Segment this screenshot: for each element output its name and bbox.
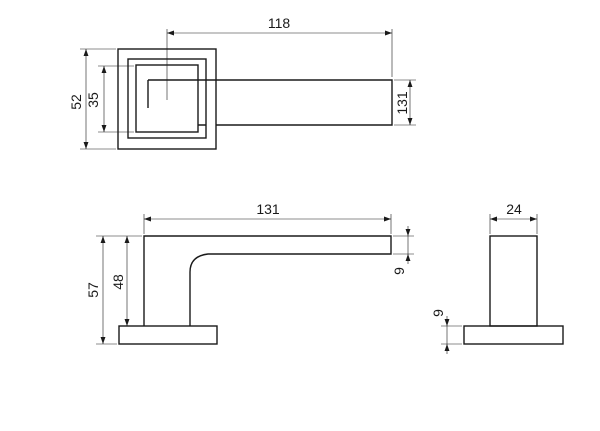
side-base-plate — [118, 325, 218, 345]
top-width-label: 118 — [268, 15, 291, 31]
side-lever-profile — [143, 235, 392, 326]
side-height-label: 57 — [85, 282, 101, 298]
top-inner-height-label: 35 — [85, 92, 101, 108]
side-thickness-label: 9 — [391, 267, 407, 275]
end-base-thickness-label: 9 — [430, 309, 446, 317]
end-view: 24 9 — [430, 201, 564, 354]
end-lever-body — [489, 235, 538, 327]
side-length-label: 131 — [256, 201, 280, 217]
side-view: 131 57 48 9 — [85, 201, 414, 345]
top-view: 118 52 35 131 — [68, 15, 416, 150]
end-base-plate — [463, 325, 564, 345]
top-lever-height-label: 131 — [394, 91, 410, 115]
side-stem-height-label: 48 — [110, 274, 126, 290]
top-lever-body — [147, 79, 393, 126]
top-outer-height-label: 52 — [68, 94, 84, 110]
end-width-label: 24 — [506, 201, 522, 217]
